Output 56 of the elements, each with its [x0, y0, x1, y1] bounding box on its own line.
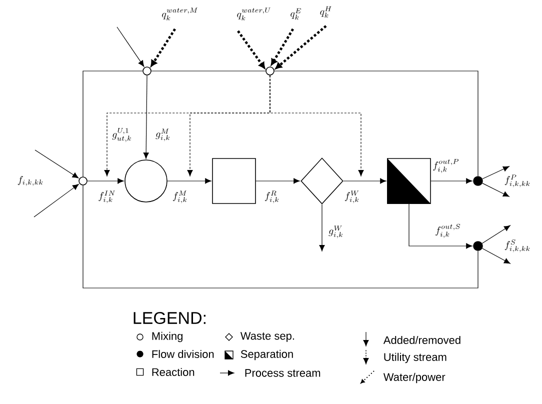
legend-text: Reaction	[152, 368, 194, 376]
stream-line	[274, 70, 478, 176]
flow-label: $f_{i,k,kk}$	[18, 176, 43, 186]
separation-box	[387, 158, 431, 204]
utility-arrow	[270, 75, 364, 176]
water-power-arrow	[150, 28, 176, 67]
legend-text: Separation	[240, 350, 293, 360]
arrow	[408, 204, 472, 249]
flow-label: $f^{P}_{i,k,kk}$	[504, 174, 530, 188]
edge-label: $f_{i,k}^{M}$	[172, 190, 188, 204]
legend-text: Utility stream	[384, 352, 446, 364]
water-power-arrow	[237, 30, 266, 69]
edge-label: $q_{k}^{water,M}$	[161, 7, 199, 21]
legend-title: LEGEND:	[134, 312, 206, 324]
arrow	[256, 178, 300, 184]
edge-label: $f_{i,k}^{out,P}$	[432, 158, 460, 174]
stream-line	[151, 70, 266, 72]
mixing-node	[142, 66, 152, 76]
arrow	[34, 150, 79, 178]
arrow	[482, 166, 510, 180]
edge-label: $g_{ut,k}^{U,1}$	[112, 128, 132, 142]
stream-line	[82, 70, 143, 177]
arrow	[482, 225, 510, 244]
stream-line	[82, 185, 478, 288]
legend-text: Water/power	[383, 372, 446, 384]
arrow	[482, 248, 510, 264]
legend-text: Added/removed	[383, 336, 460, 344]
legend-text: Process stream	[245, 369, 320, 377]
arrow	[319, 204, 325, 252]
edge-label: $q_{k}^{E}$	[290, 8, 302, 20]
edge-label: $f_{i,k}^{R}$	[264, 190, 280, 204]
water-power-arrow	[275, 25, 327, 70]
edge-label: $g_{i,k}^{M}$	[155, 128, 171, 142]
arrow	[143, 75, 149, 159]
legend-text: Flow division	[152, 350, 214, 358]
arrow	[34, 184, 79, 218]
legend-text: Mixing	[152, 332, 182, 342]
arrow	[116, 26, 144, 67]
waste-separation-diamond	[300, 158, 344, 204]
arrow	[482, 182, 510, 197]
edge-label: $q_{k}^{water,U}$	[236, 7, 272, 21]
edge-label: $f_{i,k}^{out,S}$	[434, 224, 462, 238]
arrow	[430, 178, 472, 184]
flow-label: $f^{S}_{i,k,kk}$	[504, 240, 530, 252]
edge-label: $q_{k}^{H}$	[319, 6, 333, 18]
arrow	[167, 178, 212, 184]
arrow	[87, 178, 124, 184]
mixing-node	[266, 66, 274, 76]
mixing-circle	[124, 160, 168, 202]
legend-text: Waste sep.	[240, 332, 294, 342]
edge-label: $f_{i,k}^{IN}$	[98, 190, 116, 204]
edge-label: $f_{i,k}^{W}$	[344, 190, 360, 204]
reaction-box	[212, 158, 256, 204]
edge-label: $g_{i,k}^{W}$	[328, 225, 344, 239]
arrow	[343, 178, 386, 184]
water-power-arrow	[270, 28, 294, 66]
